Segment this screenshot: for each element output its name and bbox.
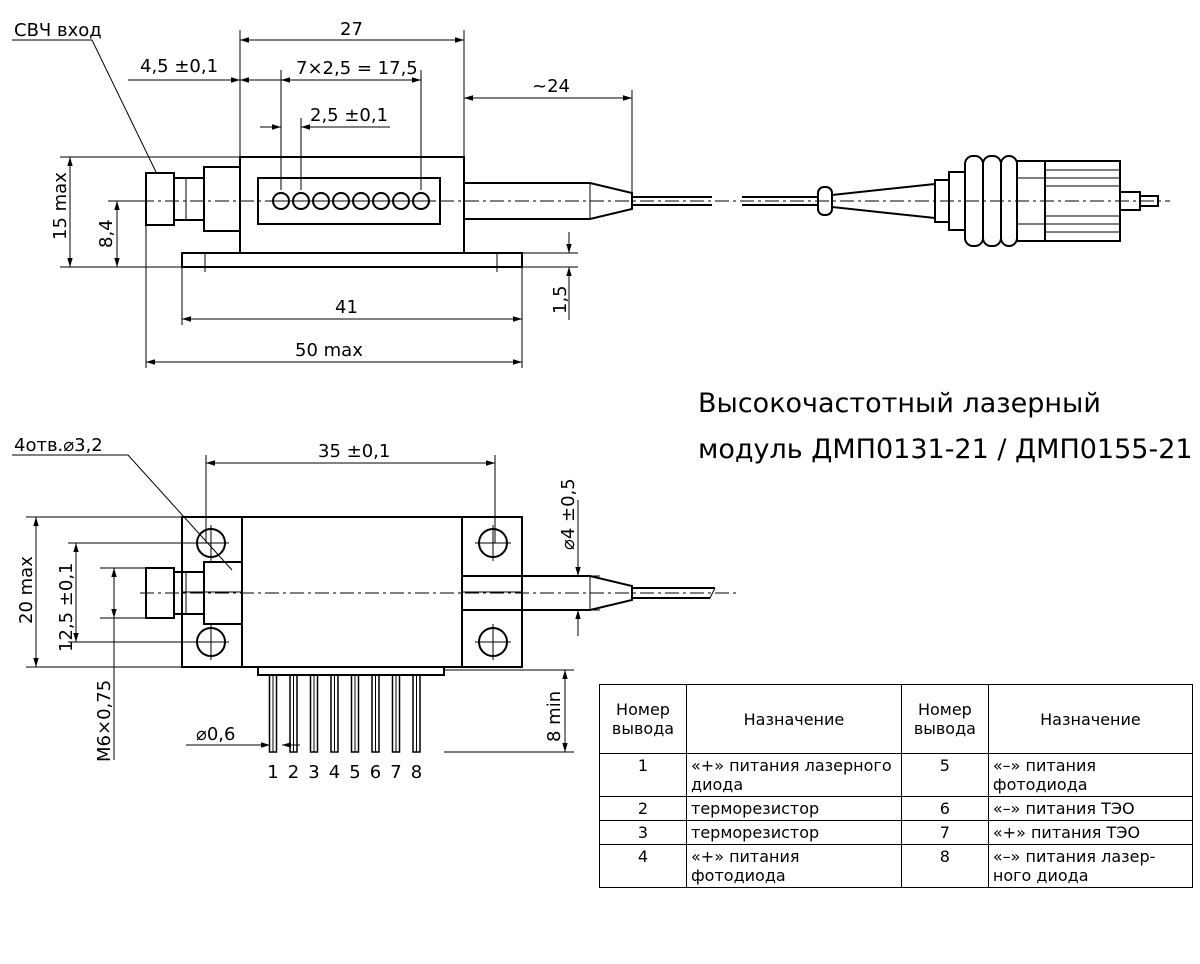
pin-number: 2 (599, 796, 687, 821)
pin-number-label: 7 (390, 762, 401, 783)
dim-35: 35 ±0,1 (318, 441, 390, 462)
dim-41: 41 (335, 297, 358, 318)
pin-number-label: 8 (411, 762, 422, 783)
table-row: 1 «+» питания лазерного диода 5 «–» пита… (599, 753, 1194, 797)
holes-label: 4отв.⌀3,2 (14, 435, 103, 456)
pin-number: 5 (900, 753, 989, 797)
drawing-title-line1: Высокочастотный лазерный (698, 388, 1101, 419)
pin-purpose: «+» питания лазерного диода (686, 753, 902, 797)
fiber-boot (462, 575, 633, 611)
header-pin-number: Номер вывода (900, 684, 989, 754)
pin-number: 4 (599, 844, 687, 888)
pin-purpose: «+» питания фотодиода (686, 844, 902, 888)
table-row: 2 терморезистор 6 «–» питания ТЭО (599, 796, 1194, 821)
dim-2-5: 2,5 ±0,1 (310, 105, 388, 126)
pin-number-label: 1 (267, 762, 278, 783)
dim-27: 27 (340, 19, 363, 40)
pin-number-label: 3 (308, 762, 319, 783)
pin-number-label: 2 (288, 762, 299, 783)
pin-number: 7 (900, 820, 989, 845)
table-row: 3 терморезистор 7 «+» питания ТЭО (599, 820, 1194, 845)
pin-purpose: «–» питания ТЭО (987, 796, 1194, 821)
pin-number-label: 4 (329, 762, 340, 783)
pin-purpose: «–» питания лазер-ного диода (987, 844, 1194, 888)
header-purpose: Назначение (686, 684, 902, 754)
dim-fiber-diameter: ⌀4 ±0,5 (558, 478, 579, 550)
top-view: 27 4,5 ±0,1 7×2,5 = 17,5 2,5 ±0,1 ~24 15… (12, 19, 1170, 368)
fiber-boot (464, 182, 633, 220)
dim-1-5: 1,5 (550, 285, 571, 314)
pin-number: 3 (599, 820, 687, 845)
dim-8: 8 min (544, 691, 565, 742)
table-header-row: Номер вывода Назначение Номер вывода Наз… (599, 684, 1194, 754)
dim-8-4: 8,4 (96, 219, 117, 248)
rf-input-label: СВЧ вход (14, 20, 102, 41)
dim-24: ~24 (532, 76, 570, 97)
dim-4-5: 4,5 ±0,1 (140, 56, 218, 77)
dim-pitch-total: 7×2,5 = 17,5 (296, 58, 418, 79)
pin-purpose: «–» питания фотодиода (987, 753, 1194, 797)
pin-number: 6 (900, 796, 989, 821)
pin-number: 1 (599, 753, 687, 797)
dim-50: 50 max (295, 340, 363, 361)
pin-purpose: терморезистор (686, 820, 902, 845)
base-plate (181, 252, 523, 268)
pin-number: 8 (900, 844, 989, 888)
pin-purpose: «+» питания ТЭО (987, 820, 1194, 845)
thread-label: М6×0,75 (94, 680, 115, 762)
pin-number-label: 6 (370, 762, 381, 783)
dim-pin-diameter: ⌀0,6 (196, 724, 235, 745)
dim-15: 15 max (50, 172, 71, 240)
module-body (241, 516, 463, 668)
dim-12-5: 12,5 ±0,1 (56, 562, 77, 652)
pin-purpose: терморезистор (686, 796, 902, 821)
rf-connector-body (173, 177, 205, 221)
header-pin-number: Номер вывода (599, 684, 687, 754)
pin-assignment-table: Номер вывода Назначение Номер вывода Наз… (599, 684, 1194, 888)
pin-number-label: 5 (349, 762, 360, 783)
bottom-view: 35 ±0,1 20 max 12,5 ±0,1 М6×0,75 ⌀4 ±0,5… (12, 435, 740, 762)
table-row: 4 «+» питания фотодиода 8 «–» питания ла… (599, 844, 1194, 888)
rf-connector-nut (145, 172, 175, 226)
drawing-title-line2: модуль ДМП0131-21 / ДМП0155-21 (698, 434, 1193, 465)
header-purpose: Назначение (987, 684, 1194, 754)
dim-20: 20 max (16, 556, 37, 624)
